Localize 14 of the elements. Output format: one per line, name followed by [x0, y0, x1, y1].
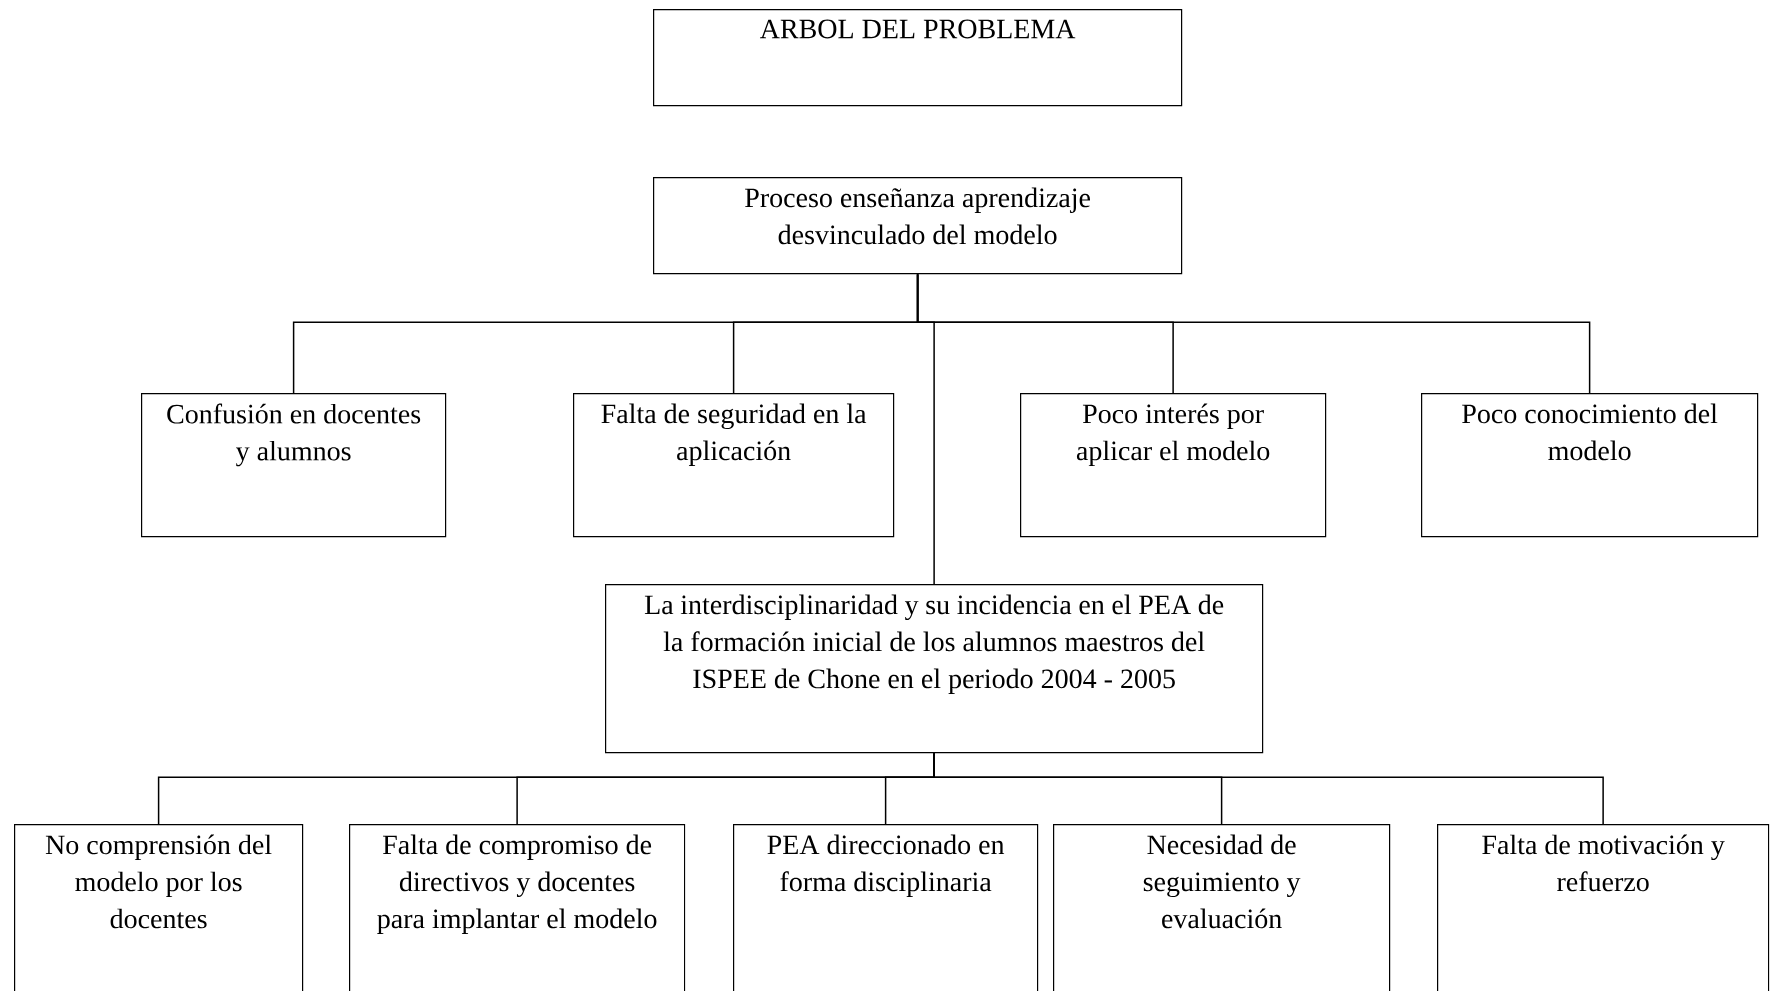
text-box: Necesidad de seguimiento y evaluación: [1053, 824, 1391, 991]
connector-line: [916, 273, 935, 585]
text-box: Confusión en docentes y alumnos: [141, 393, 447, 538]
text-box: La interdisciplinaridad y su incidencia en el PEA de la formación inicial de los alumnos maestros del ISPEE de Chone en el periodo 2004 - 2005: [605, 584, 1264, 754]
text-box: ARBOL DEL PROBLEMA: [653, 9, 1183, 107]
text-box: Falta de seguridad en la aplicación: [573, 393, 895, 538]
connector-line: [933, 752, 1604, 825]
text-box: Poco conocimiento del modelo: [1421, 393, 1759, 538]
text-box: No comprensión del modelo por los docentes: [14, 824, 304, 991]
text-box: PEA direccionado en forma disciplinaria: [733, 824, 1039, 991]
text-box: Falta de motivación y refuerzo: [1437, 824, 1770, 991]
text-box: Proceso enseñanza aprendizaje desvinculado del modelo: [653, 177, 1183, 275]
text-box: Falta de compromiso de directivos y docentes para implantar el modelo: [349, 824, 686, 991]
text-box: Poco interés por aplicar el modelo: [1020, 393, 1327, 538]
